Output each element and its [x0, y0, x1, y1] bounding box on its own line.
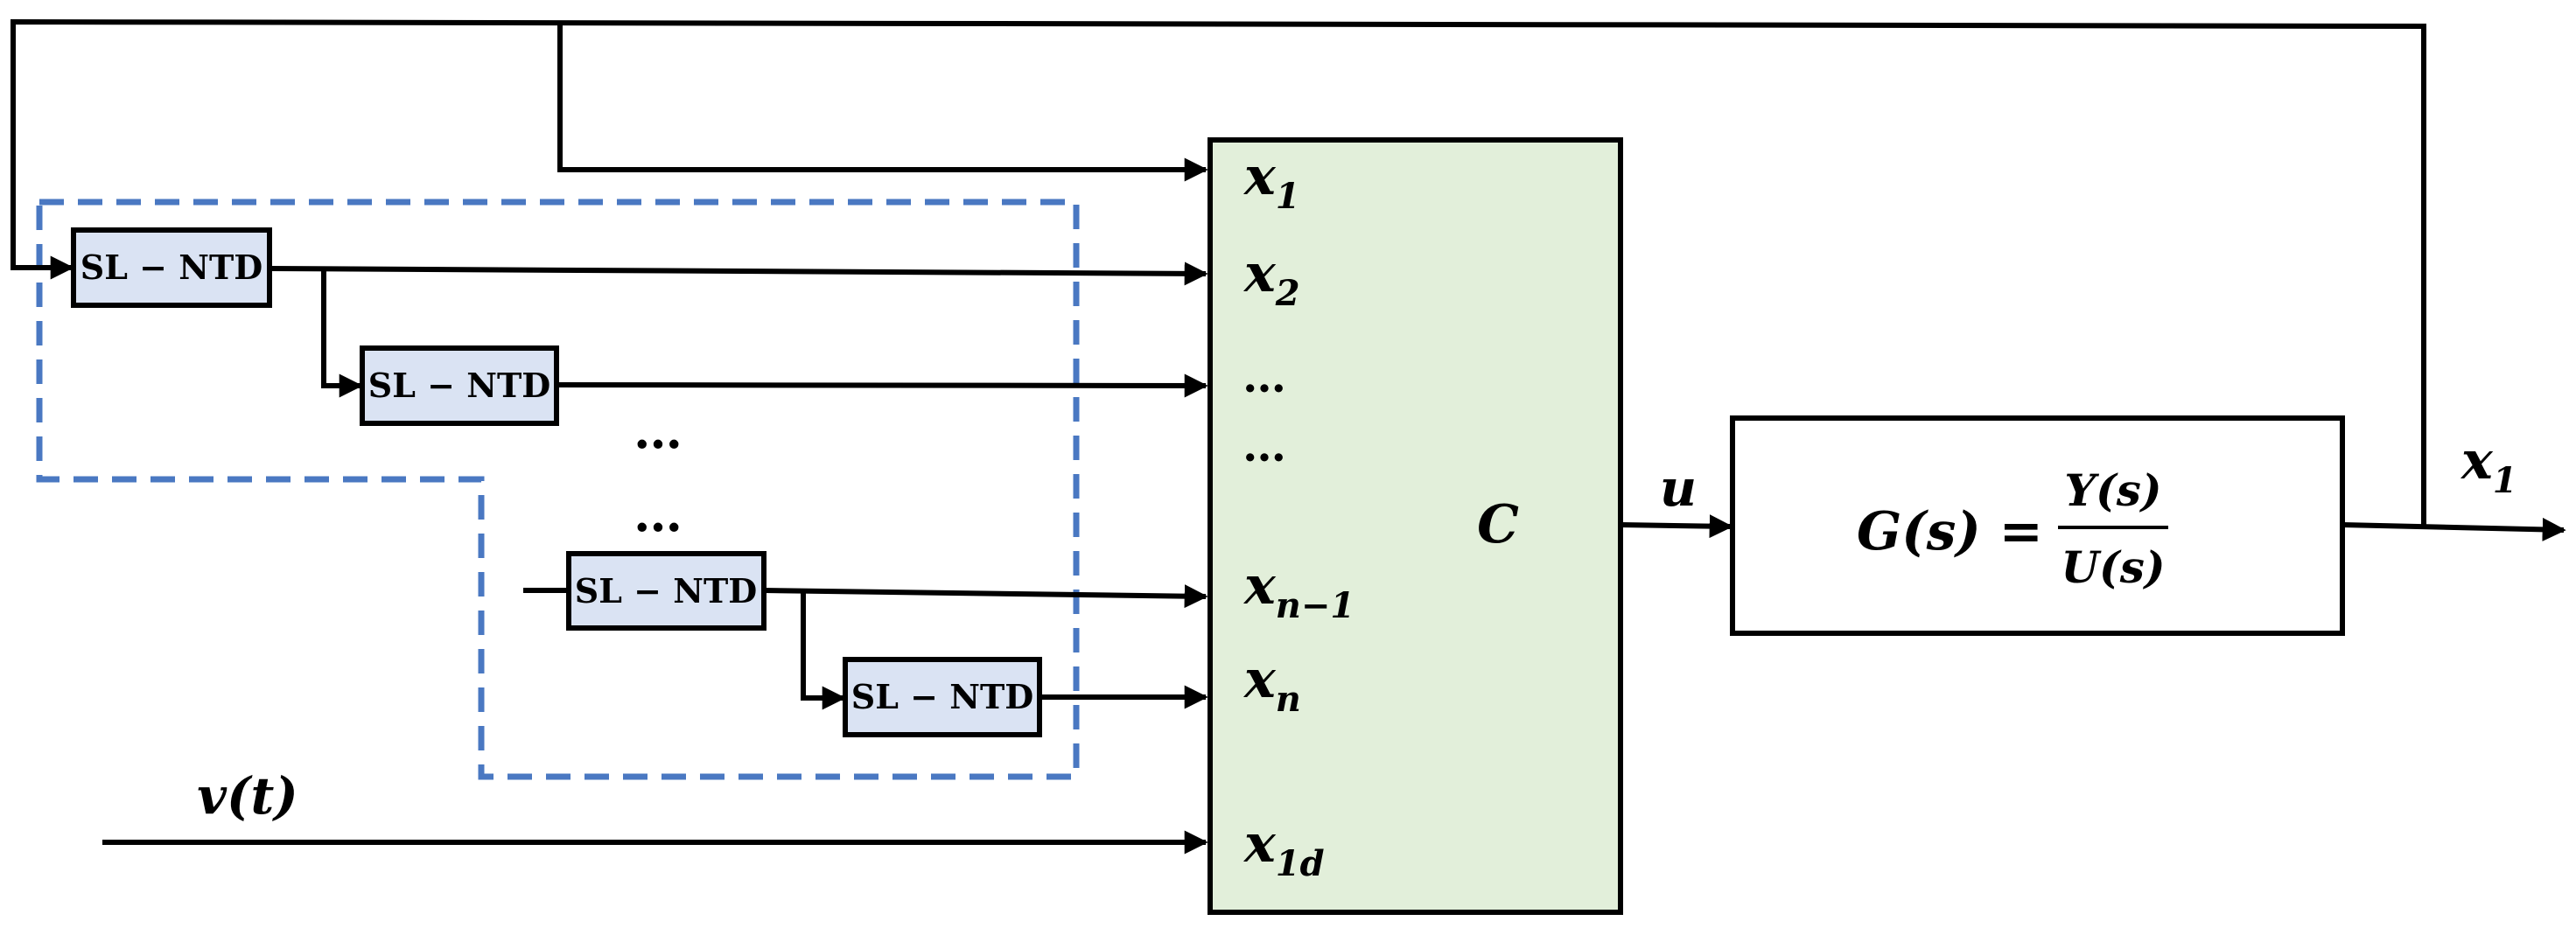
ntd-block-2-label: SL − NTD — [368, 366, 550, 405]
input-label-x1: x1 — [1242, 146, 1300, 217]
ntd1-to-ntd2-wire — [321, 271, 363, 398]
controller-block — [1208, 137, 1623, 915]
ntd3-to-ntd4-wire — [801, 593, 846, 710]
feedback-wire — [10, 18, 2426, 527]
plant-denominator: U(s) — [2061, 541, 2165, 593]
controller-label: C — [1477, 494, 1519, 555]
input-label-ellipsis-1: … — [1242, 351, 1286, 402]
input-label-ellipsis-2: … — [1242, 420, 1286, 471]
xn-1-wire — [763, 584, 1208, 609]
x2-wire — [269, 262, 1208, 286]
ntd-block-4 — [843, 657, 1042, 737]
input-label-x1d: x1d — [1242, 813, 1325, 884]
plant-numerator: Y(s) — [2064, 464, 2161, 516]
x1-feedback-wire — [557, 24, 1208, 182]
output-label: x1 — [2460, 430, 2517, 501]
ntd-block-4-label: SL − NTD — [851, 677, 1033, 716]
input-label-xn: xn — [1242, 649, 1301, 720]
ntd-block-2 — [360, 345, 559, 426]
ntd-block-3-label: SL − NTD — [575, 571, 757, 611]
ntd-ellipsis-1: … — [634, 402, 682, 460]
input-label-xn-1: xn−1 — [1242, 555, 1354, 626]
ntd-group-outline — [36, 199, 1080, 780]
plant-block — [1730, 415, 2345, 636]
ntd-block-1-label: SL − NTD — [80, 248, 262, 287]
ntd2-output-wire — [556, 373, 1208, 398]
ntd-ellipsis-2: … — [634, 485, 682, 543]
control-signal-wire — [1620, 514, 1733, 539]
plant-lhs: G(s) = — [1857, 501, 2043, 562]
input-label-x2: x2 — [1242, 243, 1300, 314]
reference-signal-label: v(t) — [197, 766, 298, 826]
control-signal-label: u — [1660, 458, 1697, 518]
output-wire — [2342, 517, 2566, 541]
